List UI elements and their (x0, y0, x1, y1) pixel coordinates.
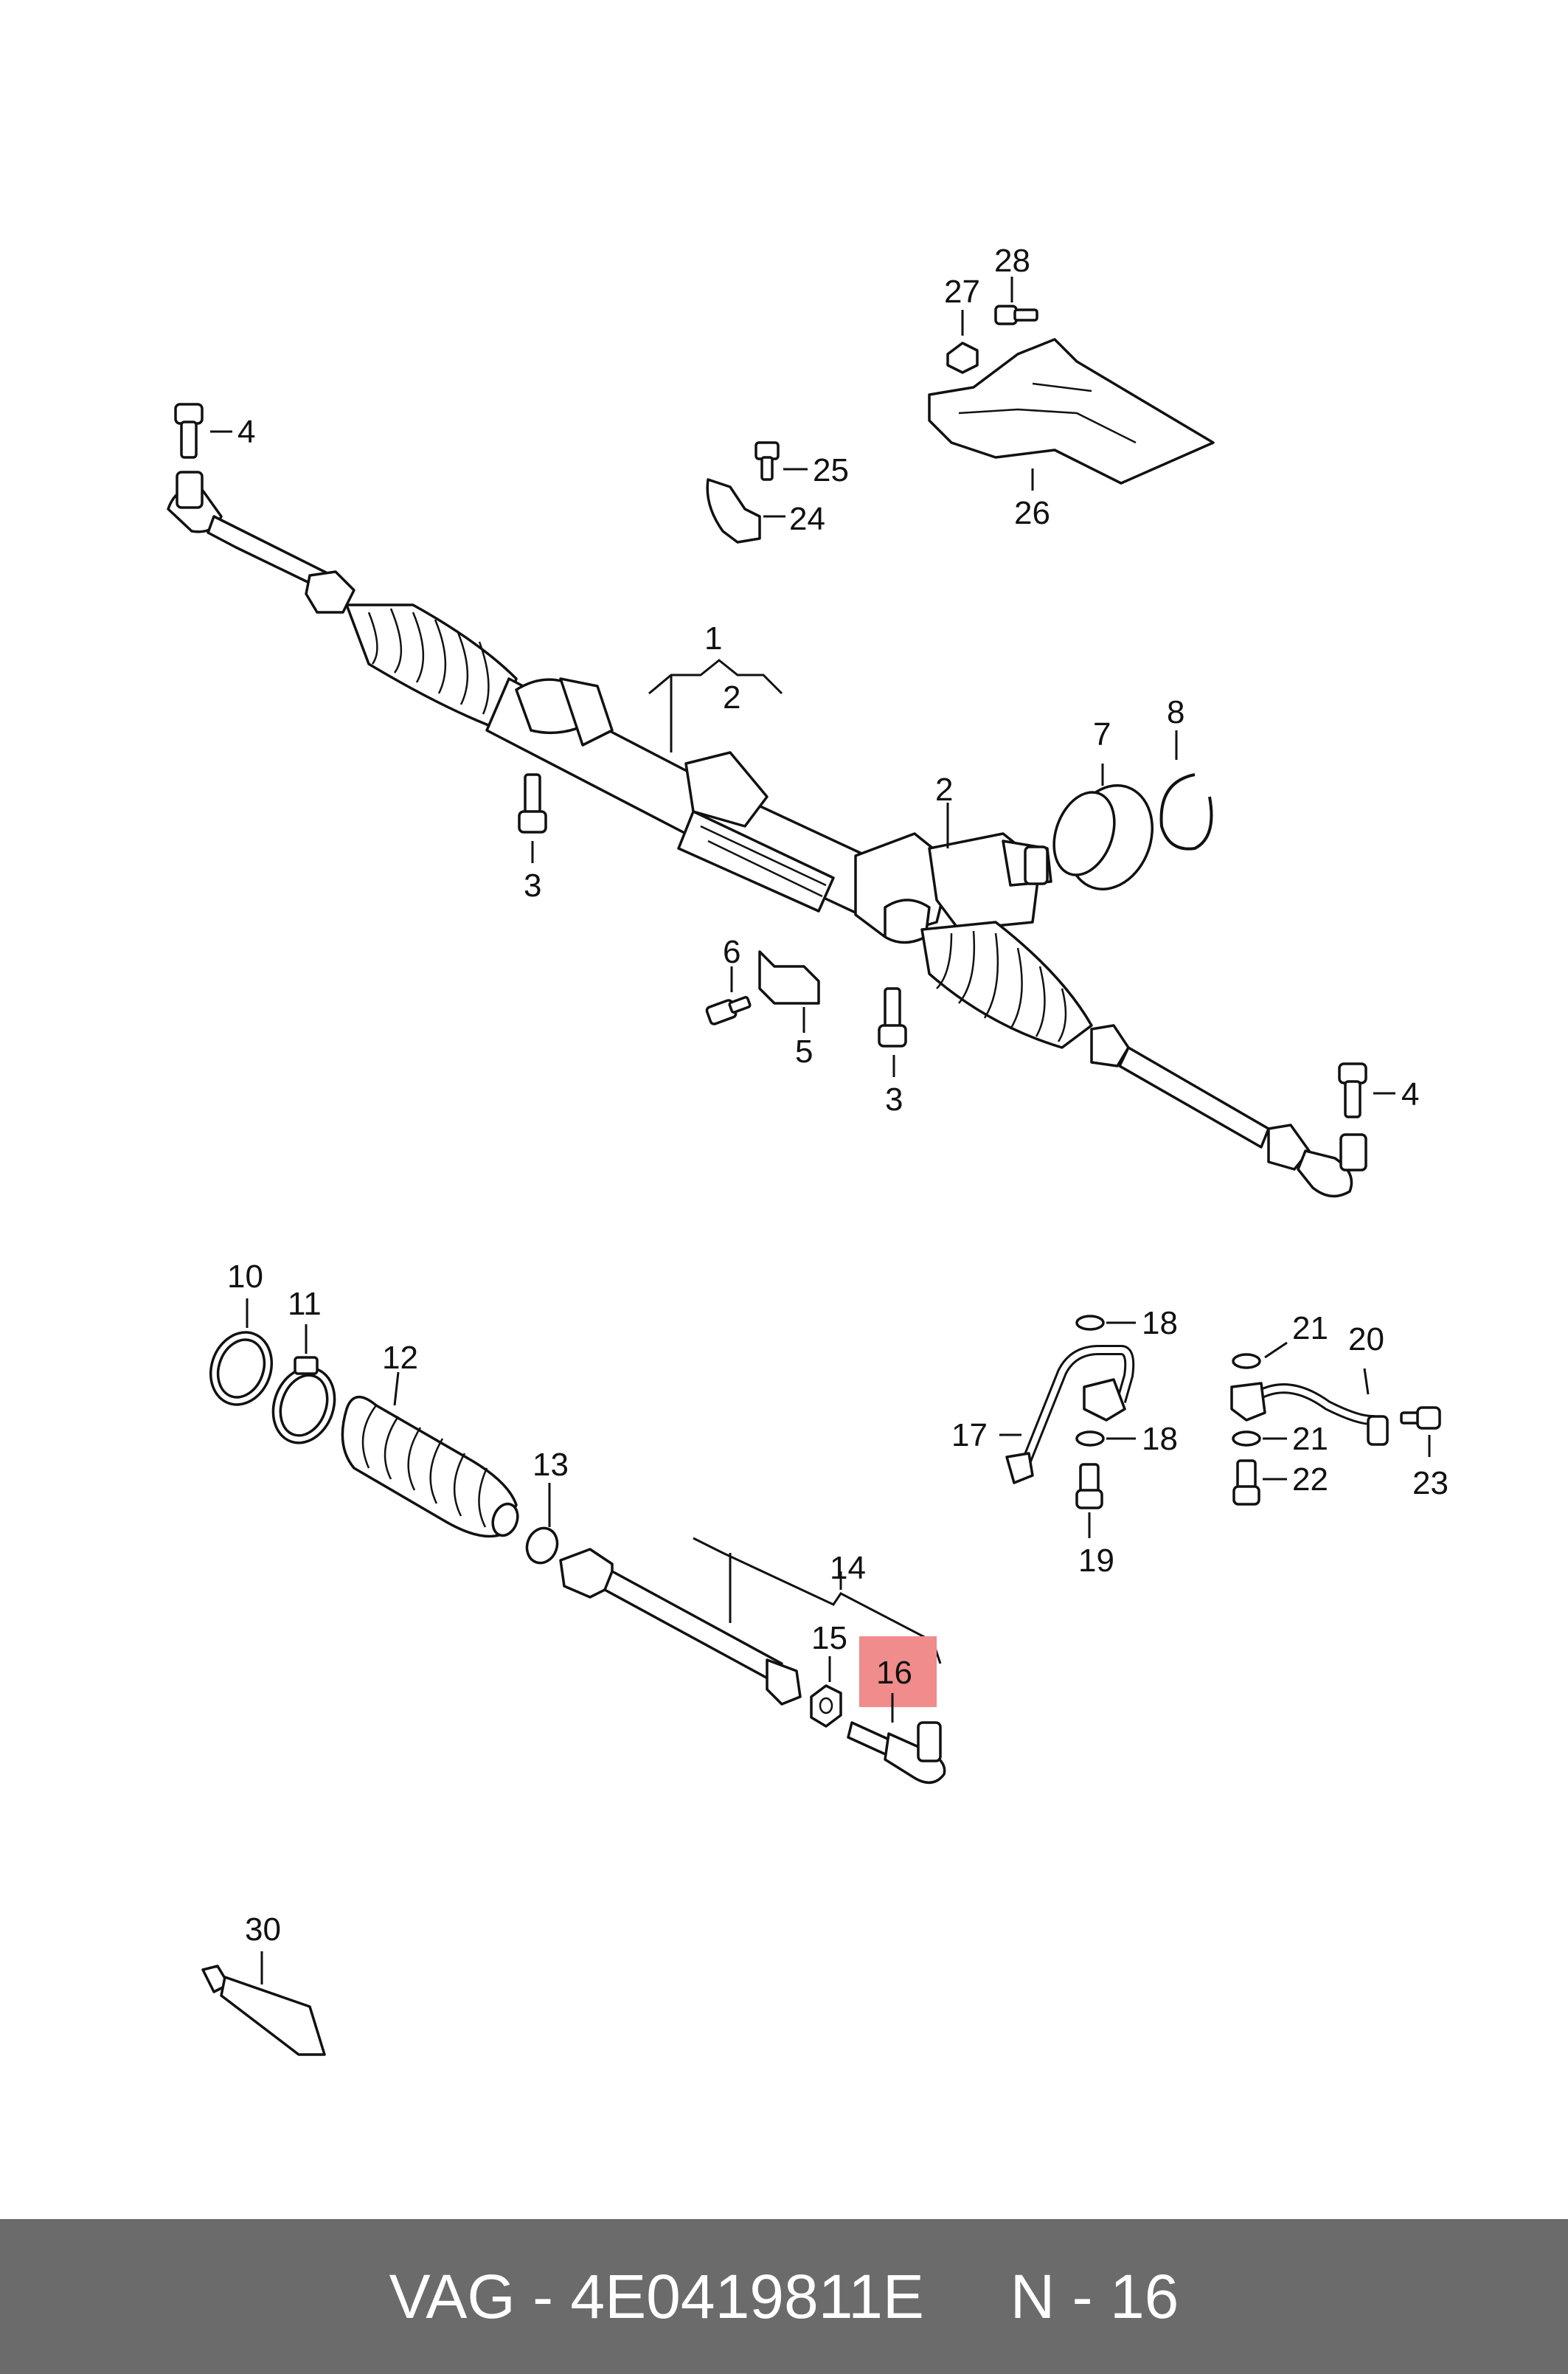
nut-15 (810, 1656, 842, 1728)
inner-tie-rod-14 (559, 1537, 942, 1706)
callout-8: 8 (1167, 694, 1184, 730)
retaining-ring-8 (1159, 730, 1213, 851)
clamp-11 (271, 1324, 336, 1444)
callout-15: 15 (811, 1620, 847, 1656)
callout-24: 24 (789, 501, 825, 537)
callout-27: 27 (944, 274, 980, 310)
callout-1: 1 (704, 620, 722, 657)
o-ring-10 (209, 1298, 274, 1406)
callout-21-bottom: 21 (1292, 1421, 1328, 1457)
callout-19: 19 (1078, 1543, 1114, 1579)
return-line-20 (1230, 1368, 1389, 1446)
callout-7: 7 (1093, 716, 1111, 752)
callout-18-bottom: 18 (1142, 1421, 1178, 1457)
callout-23: 23 (1412, 1465, 1449, 1501)
callout-11: 11 (288, 1286, 322, 1322)
bolt-3-right (878, 987, 907, 1077)
callout-16: 16 (876, 1655, 912, 1691)
steering-rack-assembly (167, 471, 1367, 1198)
clip-24 (706, 478, 785, 544)
part-number-caption: VAG - 4E0419811E N - 16 (389, 2262, 1179, 2331)
callout-14: 14 (830, 1550, 866, 1586)
bracket-5 (758, 950, 820, 1033)
callout-4-left: 4 (237, 414, 255, 450)
callout-2-right: 2 (935, 772, 953, 808)
nut-27 (946, 310, 979, 374)
callout-28: 28 (994, 243, 1030, 279)
callout-labels: 1 2 2 3 3 4 4 5 6 7 8 10 11 12 13 14 15 … (227, 243, 1449, 1948)
callout-2-top: 2 (723, 679, 740, 716)
banjo-bolt-22 (1232, 1459, 1287, 1506)
callout-17: 17 (951, 1417, 988, 1453)
callout-26: 26 (1014, 495, 1050, 531)
callout-20: 20 (1348, 1321, 1384, 1357)
callout-3-right: 3 (885, 1082, 903, 1118)
pressure-line-17 (999, 1345, 1135, 1484)
tie-rod-end-16 (847, 1693, 946, 1785)
seal-ring-21-top (1232, 1341, 1288, 1369)
bolt-4-right (1338, 1062, 1395, 1118)
callout-10: 10 (227, 1259, 263, 1295)
callout-6: 6 (723, 934, 740, 970)
callout-30: 30 (245, 1911, 281, 1948)
footer-bar: VAG - 4E0419811E N - 16 (0, 2219, 1568, 2374)
bolt-23 (1400, 1406, 1441, 1457)
seal-ring-21-bottom (1232, 1430, 1287, 1447)
bolt-6 (705, 966, 752, 1025)
bolt-4-left (174, 403, 232, 459)
callout-5: 5 (795, 1034, 813, 1070)
bolt-25 (754, 441, 808, 481)
parts-diagram: 1 2 2 3 3 4 4 5 6 7 8 10 11 12 13 14 15 … (167, 243, 1449, 2056)
bolt-28 (994, 277, 1038, 325)
clamp-13 (525, 1483, 559, 1565)
seal-7 (1052, 764, 1154, 890)
callout-21-top: 21 (1292, 1310, 1328, 1346)
callout-13: 13 (533, 1447, 569, 1483)
seal-ring-18-bottom (1075, 1430, 1136, 1447)
callout-22: 22 (1292, 1461, 1328, 1498)
callout-25: 25 (813, 452, 849, 488)
callout-3-left: 3 (524, 868, 541, 904)
banjo-bolt-19 (1075, 1463, 1103, 1538)
callout-16-highlight (859, 1636, 937, 1707)
callout-18-top: 18 (1142, 1305, 1178, 1341)
heat-shield-26 (928, 338, 1215, 491)
callout-4-right: 4 (1401, 1076, 1419, 1112)
grease-tube-30 (201, 1951, 326, 2056)
bellows-12 (341, 1371, 519, 1538)
seal-ring-18-top (1075, 1315, 1136, 1331)
bolt-3-left (518, 773, 547, 863)
callout-12: 12 (382, 1340, 418, 1376)
